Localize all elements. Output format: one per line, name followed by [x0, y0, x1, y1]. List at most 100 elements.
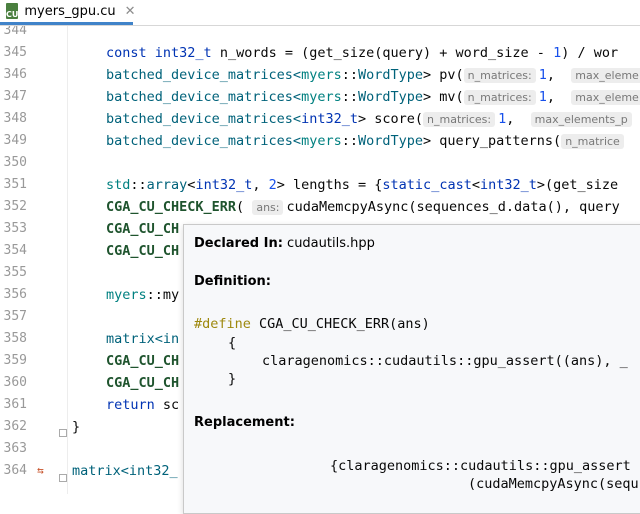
line-number: 352 [3, 199, 27, 214]
number: 2 [268, 177, 277, 193]
line-number: 357 [3, 309, 27, 324]
parameter-hint: max_eleme [571, 68, 640, 83]
declared-in-file[interactable]: cudautils.hpp [287, 236, 375, 251]
code-line-359[interactable]: CGA_CU_CH [106, 350, 179, 372]
code-line-361[interactable]: return sc [106, 394, 179, 416]
definition-label: Definition: [194, 274, 272, 289]
code-text: >(get_size [536, 177, 619, 193]
number: 1 [538, 89, 547, 105]
namespace: myers [106, 287, 147, 303]
code-text: , [506, 111, 515, 127]
code-line-349[interactable]: batched_device_matrices<myers::WordType>… [106, 130, 627, 152]
implementation-gutter-icon[interactable]: ⇆ [37, 464, 44, 477]
line-number: 345 [3, 45, 27, 60]
code-text: batched_device_matrices< [106, 111, 302, 127]
namespace: myers [301, 67, 342, 83]
definition-signature: #define CGA_CU_CHECK_ERR(ans) [194, 316, 430, 332]
fold-icon[interactable] [59, 429, 67, 437]
line-number-gutter: 344 345 346 347 348 349 350 351 352 353 … [0, 26, 68, 494]
line-number: 351 [3, 177, 27, 192]
code-line-347[interactable]: batched_device_matrices<myers::WordType>… [106, 86, 640, 108]
code-text: ) / wor [561, 45, 619, 61]
code-line-354[interactable]: CGA_CU_CH [106, 240, 179, 262]
parameter-hint: n_matrices: [463, 90, 536, 105]
line-number: 356 [3, 287, 27, 302]
line-number: 347 [3, 89, 27, 104]
line-number: 355 [3, 265, 27, 280]
code-text: batched_device_matrices< [106, 67, 302, 83]
code-text: n_words = (get_size(query) + word_size - [211, 45, 554, 61]
code-line-352[interactable]: CGA_CU_CHECK_ERR( ans:cudaMemcpyAsync(se… [106, 196, 620, 218]
code-line-364[interactable]: matrix<int32_ [72, 460, 178, 482]
line-number: 350 [3, 155, 27, 170]
line-number: 348 [3, 111, 27, 126]
code-text: batched_device_matrices< [106, 89, 302, 105]
type: int32_t [195, 177, 253, 193]
tab-title: myers_gpu.cu [24, 3, 116, 19]
line-number: 344 [3, 26, 27, 38]
code-text: batched_device_matrices< [106, 133, 302, 149]
number: 1 [498, 111, 507, 127]
line-number: 358 [3, 331, 27, 346]
code-text: :: [341, 67, 358, 83]
code-text: , [252, 177, 269, 193]
keyword: const [106, 45, 147, 61]
parameter-hint: n_matrice [561, 134, 624, 149]
line-number: 359 [3, 353, 27, 368]
type: int32_t [479, 177, 537, 193]
tab-myers-gpu-cu[interactable]: CU myers_gpu.cu ✕ [0, 0, 136, 25]
code-line-345[interactable]: const int32_t n_words = (get_size(query)… [106, 42, 618, 64]
code-line-362[interactable]: } [72, 416, 80, 438]
namespace: std [106, 177, 131, 193]
line-number: 346 [3, 67, 27, 82]
parameter-hint: max_eleme [571, 90, 640, 105]
code-line-348[interactable]: batched_device_matrices<int32_t> score(n… [106, 108, 635, 130]
replacement-line: (cudaMemcpyAsync(sequ [468, 476, 639, 492]
macro: CGA_CU_CH [106, 375, 180, 391]
quick-documentation-popup[interactable]: Declared In: cudautils.hpp Definition: #… [183, 224, 640, 514]
namespace: myers [301, 133, 342, 149]
keyword: static_cast [382, 177, 472, 193]
code-text: :: [341, 133, 358, 149]
type: int32_t [301, 111, 358, 127]
code-line-356[interactable]: myers::my [106, 284, 179, 306]
code-text: < [187, 177, 196, 193]
gutter-divider [67, 26, 68, 494]
macro: CGA_CU_CH [106, 353, 180, 369]
macro: CGA_CU_CHECK_ERR [106, 199, 237, 215]
macro: CGA_CU_CH [106, 221, 180, 237]
declared-in: Declared In: cudautils.hpp [194, 236, 375, 251]
declared-in-label: Declared In: [194, 236, 283, 251]
type: int32_t [154, 45, 212, 61]
line-number: 364 [3, 463, 27, 478]
preprocessor-directive: #define [194, 316, 251, 332]
code-line-358[interactable]: matrix<in [106, 328, 179, 350]
close-icon[interactable]: ✕ [124, 3, 136, 19]
code-text: } [72, 419, 81, 435]
line-number: 354 [3, 243, 27, 258]
keyword: return [106, 397, 155, 413]
code-text: , [546, 67, 556, 83]
type: WordType [357, 89, 424, 105]
code-text: ( [236, 199, 245, 215]
definition-open-brace: { [228, 335, 237, 351]
code-line-346[interactable]: batched_device_matrices<myers::WordType>… [106, 64, 640, 86]
line-number: 360 [3, 375, 27, 390]
code-line-353[interactable]: CGA_CU_CH [106, 218, 179, 240]
fold-icon[interactable] [59, 474, 67, 482]
code-text: matrix<in [106, 331, 180, 347]
definition-body: claragenomics::cudautils::gpu_assert((an… [262, 353, 628, 369]
code-text: matrix<int32_ [72, 463, 178, 479]
line-number: 353 [3, 221, 27, 236]
code-text: ::my [146, 287, 180, 303]
code-text: :: [341, 89, 358, 105]
code-line-351[interactable]: std::array<int32_t, 2> lengths = {static… [106, 174, 618, 196]
macro: CGA_CU_CH [106, 243, 180, 259]
number: 1 [538, 67, 547, 83]
code-line-360[interactable]: CGA_CU_CH [106, 372, 179, 394]
namespace: myers [301, 89, 342, 105]
code-text: sc [154, 397, 180, 413]
parameter-hint: n_matrices: [463, 68, 536, 83]
code-editor[interactable]: 344 345 346 347 348 349 350 351 352 353 … [0, 26, 640, 494]
cuda-file-icon: CU [6, 3, 19, 19]
